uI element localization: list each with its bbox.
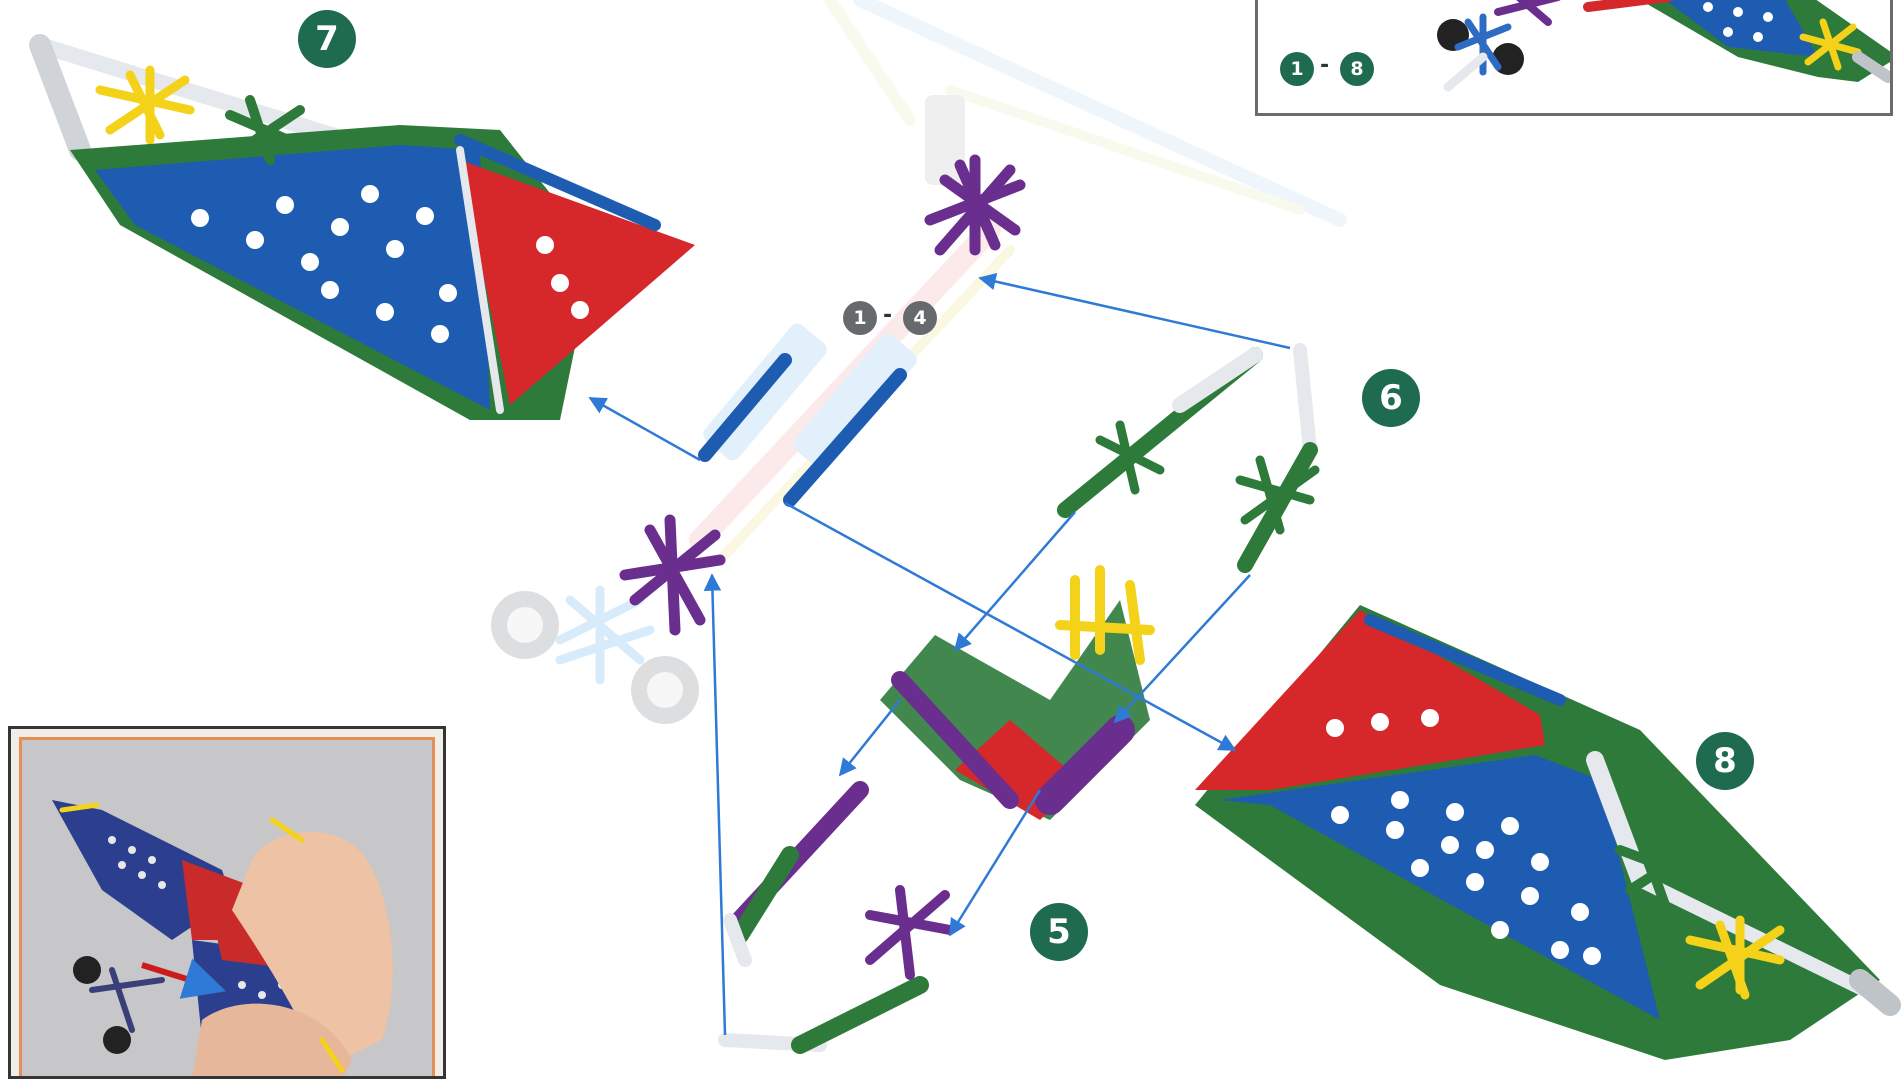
arrow-step5-lower: [950, 790, 1040, 935]
step5-center-parts: [880, 570, 1150, 820]
step-number-8: 8: [1696, 732, 1754, 790]
arrow-step5-left: [840, 700, 900, 775]
inset-range-dash: -: [1320, 53, 1329, 78]
range-start-badge: 1: [843, 301, 877, 335]
photo-frame: [19, 737, 435, 1079]
step7-assembly: [40, 45, 695, 420]
completed-model-inset: 1 - 8: [1255, 0, 1893, 116]
step-number-6: 6: [1362, 369, 1420, 427]
photo-inset: [8, 726, 446, 1079]
range-end-badge: 4: [903, 301, 937, 335]
arrow-step7: [590, 398, 700, 460]
step-number-7: 7: [298, 10, 356, 68]
step8-assembly: [1195, 605, 1890, 1060]
step5-lower-parts: [725, 790, 950, 1045]
step-number-5: 5: [1030, 903, 1088, 961]
range-dash: -: [883, 303, 892, 328]
hand-assembly-photo: [22, 740, 435, 1079]
inset-range-start-badge: 1: [1280, 52, 1314, 86]
arrow-step6-top: [980, 278, 1290, 348]
base-purple-connector-bottom: [625, 520, 720, 630]
step6-part-left: [1065, 355, 1255, 510]
arrow-step5-up: [712, 575, 725, 1035]
inset-range-end-badge: 8: [1340, 52, 1374, 86]
step6-part-right: [1240, 350, 1315, 565]
